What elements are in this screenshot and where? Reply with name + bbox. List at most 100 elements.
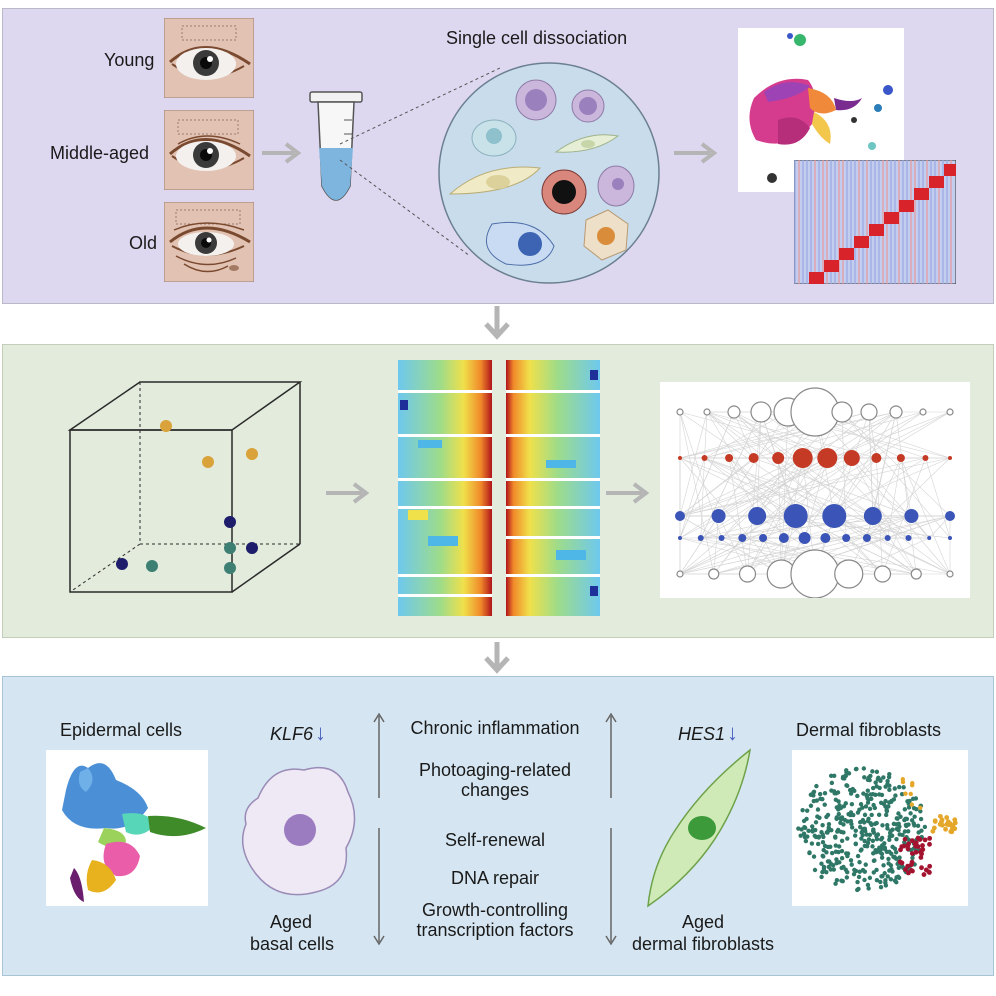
scatter-point [877, 792, 882, 797]
cube-point [160, 420, 172, 432]
scatter-point [905, 846, 911, 852]
network-node [904, 509, 919, 523]
network-node [842, 534, 851, 542]
network-node [817, 448, 838, 468]
scatter-point [904, 816, 910, 822]
scatter-point [811, 790, 816, 795]
down-item-self-renewal: Self-renewal [444, 830, 546, 850]
scatter-point [880, 823, 885, 828]
network-node [718, 535, 725, 541]
dissociation-title: Single cell dissociation [446, 28, 628, 48]
scatter-point [949, 827, 955, 832]
scatter-point [896, 821, 901, 827]
network-node [675, 511, 685, 521]
network-node [676, 408, 684, 416]
network-node [701, 455, 708, 461]
age-label-old: Old [129, 233, 158, 253]
scatter-point [911, 821, 916, 826]
scatter-point [825, 859, 831, 864]
scatter-point [882, 841, 887, 846]
scatter-point [866, 837, 872, 842]
network-node [676, 570, 684, 578]
scatter-point [832, 791, 837, 796]
scatter-point [870, 791, 876, 797]
eye-middle-aged-illustration [164, 110, 254, 190]
scatter-point [919, 847, 925, 853]
heatmap-block [839, 248, 854, 260]
network-node [905, 535, 912, 541]
scatter-point [880, 873, 885, 879]
heatmap-block [809, 272, 824, 284]
scatter-point [813, 820, 819, 825]
scatter-point [812, 867, 818, 873]
scatter-point [906, 822, 911, 827]
scatter-point [859, 836, 864, 841]
scatter-point [872, 805, 878, 811]
scatter-point [896, 865, 901, 871]
network-node [871, 453, 882, 463]
scatter-point [820, 869, 825, 875]
scatter-point [883, 812, 889, 818]
scatter-point [828, 861, 834, 867]
scatter-point [840, 878, 845, 884]
scatter-point [833, 835, 838, 840]
scatter-point [909, 851, 915, 856]
scatter-point [839, 848, 845, 854]
down-arrow-icon: ↓ [315, 720, 327, 745]
scatter-point [820, 840, 826, 845]
pseudotime-heatmap-right [506, 360, 600, 616]
network-node [711, 509, 726, 523]
scatter-point [952, 820, 958, 826]
scatter-point [852, 867, 857, 873]
scatter-point [831, 867, 837, 872]
scatter-point [863, 828, 868, 834]
scatter-point [802, 834, 808, 840]
scatter-point [885, 826, 890, 831]
network-node [678, 536, 682, 540]
scatter-point [874, 836, 880, 842]
scatter-point [853, 841, 858, 846]
scatter-point [906, 837, 911, 842]
scatter-point [800, 808, 805, 813]
aged-basal-label-2: basal cells [249, 934, 335, 954]
scatter-point [930, 828, 936, 834]
scatter-point [828, 773, 834, 779]
scatter-point [872, 858, 877, 863]
scatter-point [865, 840, 871, 846]
scatter-point [878, 885, 884, 890]
scatter-point [806, 828, 811, 834]
scatter-point [822, 802, 827, 807]
heatmap-block [899, 200, 914, 212]
scatter-point [855, 853, 861, 859]
up-item-chronic-inflammation: Chronic inflammation [410, 718, 580, 738]
scatter-point [882, 871, 887, 876]
network-node [862, 534, 871, 542]
scatter-point [894, 826, 900, 832]
scatter-point [878, 879, 883, 885]
scatter-point [900, 832, 905, 838]
scatter-point [866, 816, 871, 822]
scatter-point [857, 860, 862, 865]
scatter-point [821, 866, 827, 872]
scatter-point [881, 863, 886, 868]
network-node [860, 403, 878, 421]
scatter-point [844, 783, 849, 788]
network-node [843, 450, 860, 466]
scatter-point [834, 805, 839, 810]
scatter-point [870, 785, 876, 791]
network-node [703, 408, 711, 416]
scatter-point [881, 775, 886, 780]
arrow-right-icon [606, 482, 650, 504]
scatter-point [932, 819, 938, 824]
scatter-point [822, 791, 828, 796]
basal-cell-illustration [241, 766, 356, 896]
scatter-point [835, 790, 841, 795]
up-arrow-icon [605, 712, 617, 798]
cube-point [116, 558, 128, 570]
network-node [727, 405, 741, 419]
age-label-middle: Middle-aged [50, 143, 150, 163]
scatter-point [887, 834, 892, 839]
scatter-point [834, 816, 839, 821]
scatter-point [820, 796, 825, 802]
scatter-point [883, 878, 888, 883]
